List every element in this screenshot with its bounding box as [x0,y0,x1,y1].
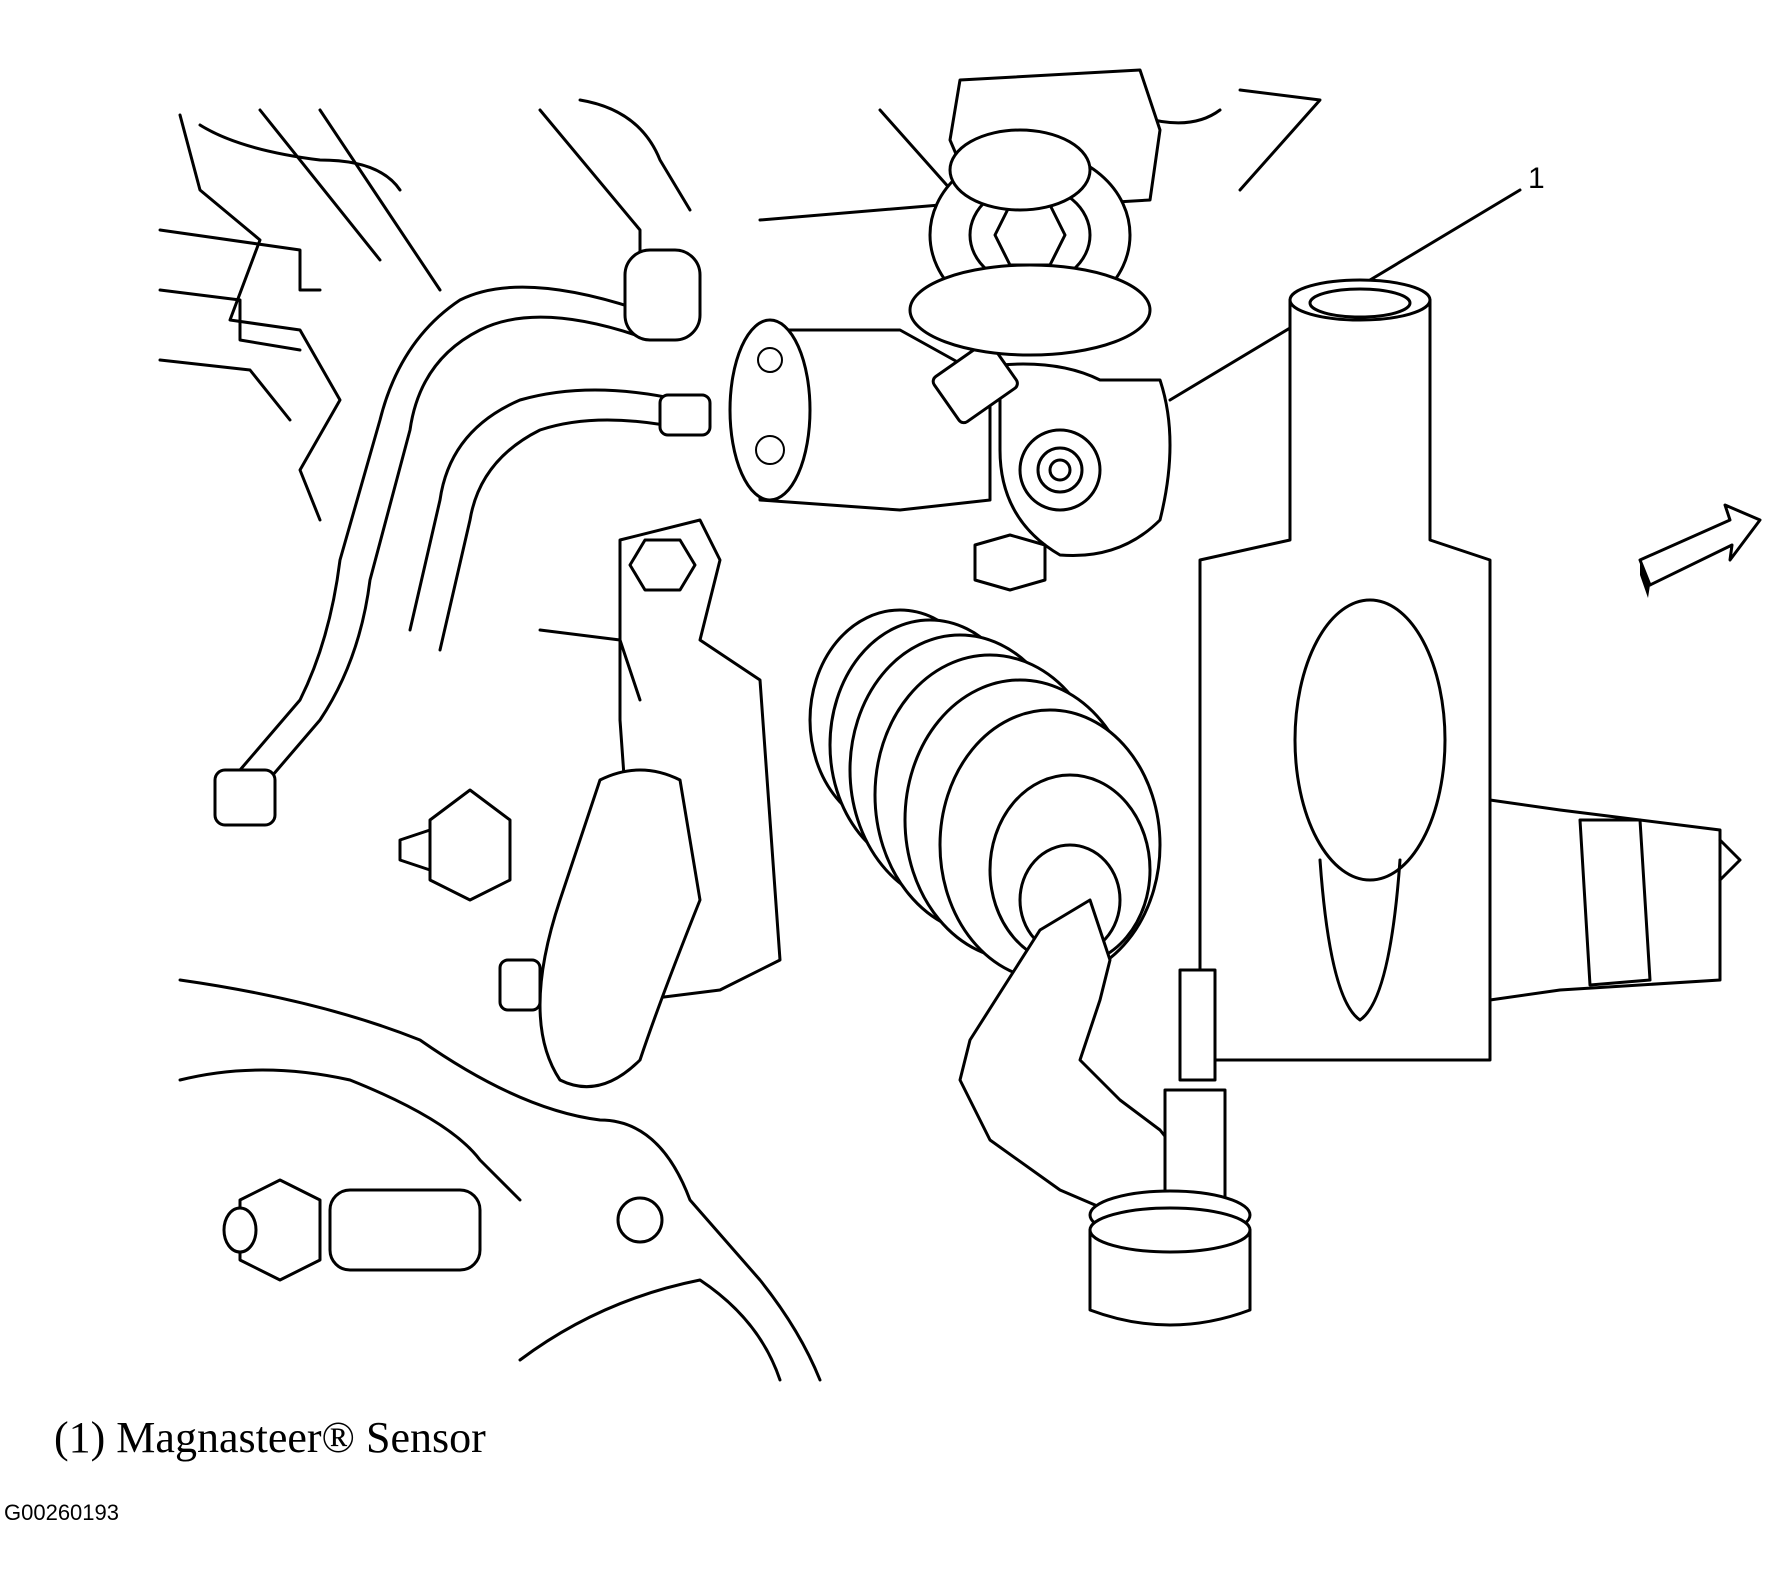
steering-gear-illustration [158,68,1762,1382]
fasteners [222,533,1047,1282]
mount-nut [428,788,512,902]
lower-control-arm [178,768,822,1382]
rack-boot [808,608,1162,982]
figure-id: G00260193 [4,1500,119,1525]
steering-shaft [908,68,1162,357]
hydraulic-lines [213,248,712,827]
callout-number: 1 [1528,162,1545,195]
valve-housing [728,318,992,512]
rack-housing [1198,278,1742,1062]
direction-arrow-icon [1638,503,1762,598]
tie-rod-end [958,898,1252,1327]
line-fitting [623,248,702,342]
figure-caption: (1) Magnasteer® Sensor [54,1413,486,1462]
magnasteer-sensor [931,340,1172,558]
line-clip [213,768,277,827]
arm-nut [238,1178,322,1282]
